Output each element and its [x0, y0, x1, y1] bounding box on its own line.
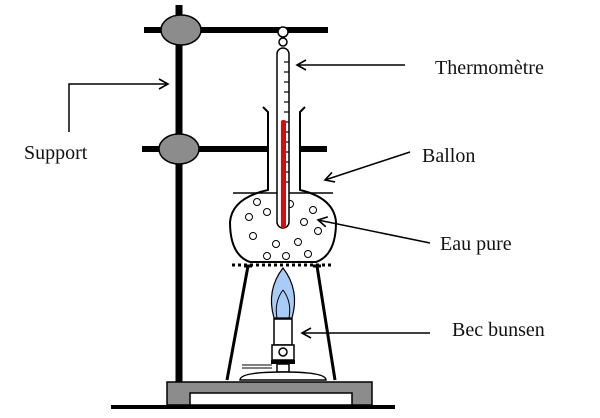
label-water: Eau pure [440, 233, 512, 255]
label-burner: Bec bunsen [452, 319, 545, 341]
water-arrow [316, 216, 431, 244]
top-clamp-boss [160, 14, 202, 46]
tripod [225, 264, 337, 381]
flask-arrow [323, 151, 411, 183]
stand-base [166, 381, 373, 406]
flame [270, 267, 296, 319]
mercury-column [281, 120, 286, 228]
label-flask: Ballon [422, 145, 476, 167]
label-support: Support [24, 142, 88, 164]
middle-clamp-boss [158, 133, 200, 165]
thermometer [276, 26, 290, 229]
label-thermometer: Thermomètre [435, 57, 544, 79]
bunsen-burner [239, 267, 327, 381]
support-arrow [68, 78, 170, 132]
bubbles [245, 198, 322, 260]
